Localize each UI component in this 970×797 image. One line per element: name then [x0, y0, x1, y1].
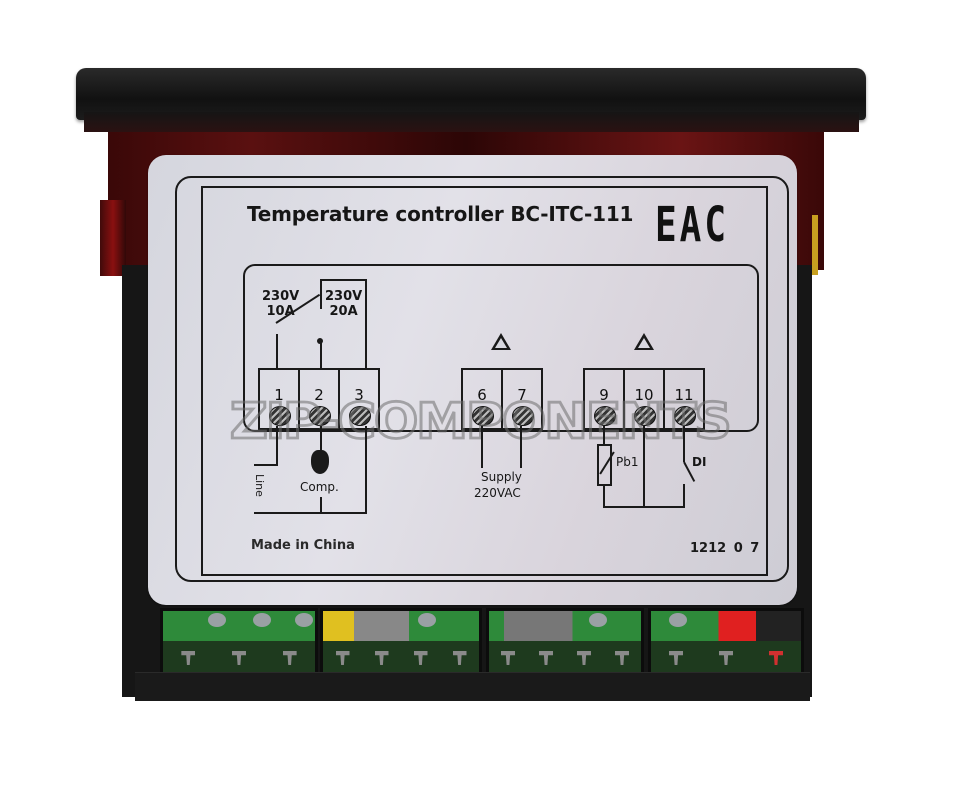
digital-input-label: DI: [692, 455, 707, 469]
relay-rating-no: 230V 20A: [325, 289, 363, 319]
terminal-slot-2: [320, 608, 482, 676]
comp-wire-bottom: [320, 497, 322, 514]
terminal-6: 6: [463, 370, 503, 428]
housing-side-clip-left: [100, 200, 126, 276]
input-common-bus: [603, 506, 685, 508]
wiring-diagram-panel: [243, 264, 759, 432]
compressor-label: Comp.: [300, 480, 339, 494]
probe-wire-top: [603, 426, 605, 444]
screw-terminal-icon: [634, 406, 656, 426]
screw-terminal-icon: [594, 406, 616, 426]
supply-label: Supply: [481, 470, 522, 484]
screw-terminal-icon: [309, 406, 331, 426]
probe-wire-bottom: [603, 484, 605, 508]
housing-side-clip-right: [812, 215, 818, 275]
supply-voltage-label: 220VAC: [474, 486, 521, 500]
screw-terminal-icon: [349, 406, 371, 426]
terminal-slot-4: [648, 608, 804, 676]
compressor-icon: [311, 450, 329, 474]
housing-bottom-rail: [135, 672, 810, 701]
terminal-10: 10: [625, 370, 665, 428]
line-wire-1-lead: [254, 464, 278, 466]
neutral-bus: [254, 512, 367, 514]
di-wire-bottom: [683, 484, 685, 508]
wire-3-return: [365, 426, 367, 514]
di-wire-top: [683, 426, 685, 462]
supply-wire-6: [481, 426, 483, 468]
comp-wire-top: [320, 426, 322, 450]
screw-terminal-icon: [512, 406, 534, 426]
relay-wire-top: [320, 279, 367, 281]
terminal-2: 2: [300, 370, 340, 428]
screw-terminal-icon: [472, 406, 494, 426]
terminal-3: 3: [340, 370, 378, 428]
wire-10-common: [643, 426, 645, 508]
product-label: [148, 155, 797, 605]
watermark: ZIP-COMPONENTS: [229, 392, 734, 452]
terminal-11: 11: [665, 370, 703, 428]
warning-triangle-icon: [491, 333, 511, 350]
terminal-1: 1: [260, 370, 300, 428]
relay-wire-1: [276, 334, 278, 369]
terminal-slot-3: [486, 608, 644, 676]
front-bezel: [76, 68, 866, 120]
warning-triangle-icon: [634, 333, 654, 350]
relay-wire-3: [365, 279, 367, 369]
label-inner-border: [201, 186, 768, 576]
terminal-block-relay: 1 2 3: [258, 368, 380, 430]
product-title: Temperature controller BC-ITC-111: [247, 202, 634, 226]
eac-certification-mark: EAC: [655, 197, 730, 253]
supply-wire-7: [520, 426, 522, 468]
relay-contact-dot: [317, 338, 323, 344]
probe-label: Pb1: [616, 455, 639, 469]
line-label: Line: [253, 474, 266, 497]
terminal-7: 7: [503, 370, 541, 428]
line-wire-1: [276, 426, 278, 466]
origin-text: Made in China: [251, 538, 355, 553]
relay-rating-nc: 230V 10A: [262, 289, 300, 319]
screw-terminal-icon: [674, 406, 696, 426]
terminal-9: 9: [585, 370, 625, 428]
relay-wire-2: [320, 340, 322, 369]
label-outer-border: [175, 176, 789, 582]
relay-wire-common: [320, 279, 322, 309]
screw-terminal-icon: [269, 406, 291, 426]
terminal-slot-1: [160, 608, 318, 676]
terminal-block-supply: 6 7: [461, 368, 543, 430]
serial-number: 1212 0 7: [690, 541, 760, 556]
front-bezel-lip: [84, 112, 859, 132]
